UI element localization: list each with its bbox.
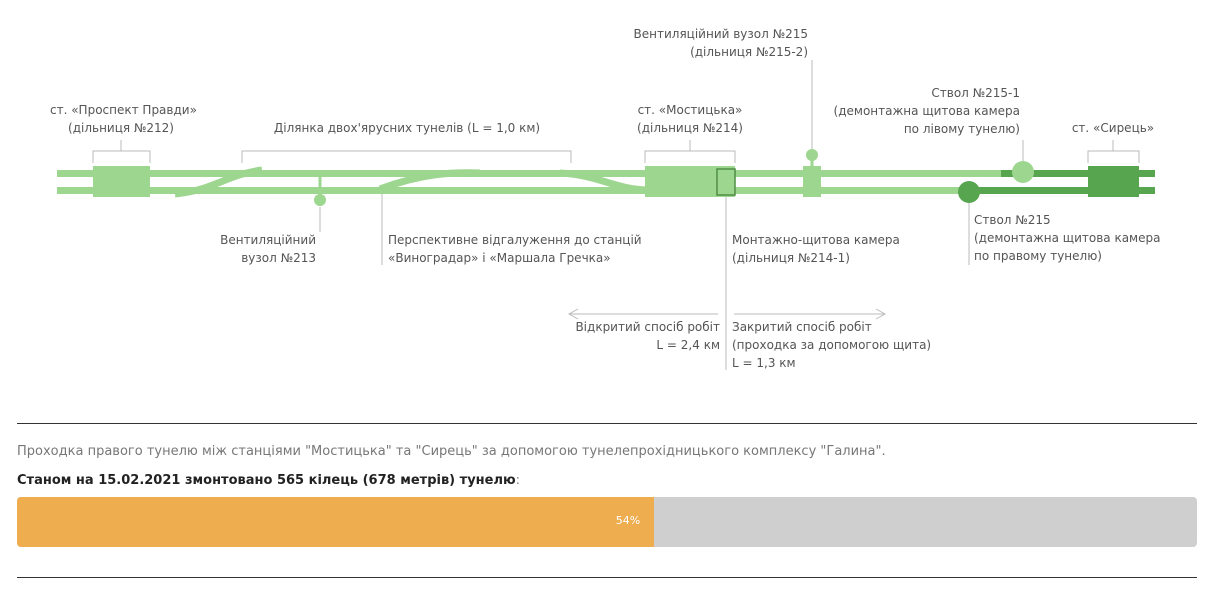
right-tunnel-built bbox=[969, 187, 1155, 194]
station-syrets bbox=[1088, 166, 1139, 197]
label-syrets: ст. «Сирець» bbox=[1062, 119, 1164, 137]
label-line: ст. «Сирець» bbox=[1071, 121, 1155, 135]
status-suffix: : bbox=[515, 473, 521, 488]
label-stvol-215: Ствол №215 (демонтажна щитова камера по … bbox=[974, 211, 1164, 265]
left-tunnel-dismantled bbox=[1001, 170, 1155, 177]
leader-lines bbox=[319, 60, 1024, 370]
tunnel-scheme bbox=[57, 60, 1155, 370]
label-line: по лівому тунелю) bbox=[903, 122, 1020, 136]
left-tunnel-track bbox=[57, 170, 1155, 177]
vent-213-node bbox=[314, 194, 326, 206]
status-bold: Станом на 15.02.2021 змонтовано 565 кіле… bbox=[17, 473, 516, 488]
right-tunnel-track bbox=[57, 187, 1155, 194]
progress-percent: 54% bbox=[615, 514, 641, 527]
divider-bottom bbox=[17, 577, 1197, 578]
station-prospekt-pravdy bbox=[93, 166, 150, 197]
label-line: Перспективне відгалуження до станцій bbox=[388, 233, 642, 247]
label-line: Ствол №215 bbox=[974, 213, 1051, 227]
shaft-215-node bbox=[958, 181, 980, 203]
label-line: (демонтажна щитова камера bbox=[974, 231, 1161, 245]
label-vidkrytyi: Відкритий спосіб робіт L = 2,4 км bbox=[560, 318, 720, 354]
status-text: Станом на 15.02.2021 змонтовано 565 кіле… bbox=[17, 473, 520, 488]
divider-top bbox=[17, 423, 1197, 424]
label-prospekt-pravdy: ст. «Проспект Правди» (дільниця №212) bbox=[50, 101, 197, 137]
method-arrows bbox=[567, 308, 887, 320]
brackets bbox=[92, 140, 1140, 163]
label-line: (дільниця №214-1) bbox=[732, 251, 850, 265]
label-line: вузол №213 bbox=[241, 251, 316, 265]
progress-bar: 54% bbox=[17, 497, 1197, 547]
label-vent-213: Вентиляційний вузол №213 bbox=[200, 231, 316, 267]
vent-215-node bbox=[806, 149, 818, 161]
assembly-chamber bbox=[716, 168, 736, 196]
label-mostytska: ст. «Мостицька» (дільниця №214) bbox=[620, 101, 760, 137]
label-stvol-215-1: Ствол №215-1 (демонтажна щитова камера п… bbox=[820, 84, 1020, 138]
tunnel-tracks bbox=[57, 166, 1155, 198]
label-line: (демонтажна щитова камера bbox=[833, 104, 1020, 118]
label-line: (проходка за допомогою щита) bbox=[732, 338, 932, 352]
label-line: (дільниця №214) bbox=[637, 121, 743, 135]
label-line: ст. «Мостицька» bbox=[637, 103, 743, 117]
label-line: Вентиляційний вузол №215 bbox=[633, 27, 808, 41]
label-line: Монтажно-щитова камера bbox=[732, 233, 900, 247]
label-dvoyarusni: Ділянка двох'ярусних тунелів (L = 1,0 км… bbox=[262, 119, 552, 137]
label-line: (дільниця №215-2) bbox=[690, 45, 808, 59]
label-line: Ствол №215-1 bbox=[931, 86, 1020, 100]
label-line: «Виноградар» і «Маршала Гречка» bbox=[388, 251, 611, 265]
caption: Проходка правого тунелю між станціями "М… bbox=[17, 444, 886, 459]
label-perspektyvne: Перспективне відгалуження до станцій «Ви… bbox=[388, 231, 642, 267]
label-line: L = 1,3 км bbox=[732, 356, 796, 370]
label-line: L = 2,4 км bbox=[656, 338, 720, 352]
label-line: (дільниця №212) bbox=[68, 121, 174, 135]
label-zakrytyi: Закритий спосіб робіт (проходка за допом… bbox=[732, 318, 932, 372]
label-line: по правому тунелю) bbox=[974, 249, 1102, 263]
label-line: Вентиляційний bbox=[220, 233, 316, 247]
label-line: Закритий спосіб робіт bbox=[732, 320, 872, 334]
shaft-215-1-node bbox=[1012, 161, 1034, 183]
label-vent-215: Вентиляційний вузол №215 (дільниця №215-… bbox=[620, 25, 808, 61]
label-montazhno: Монтажно-щитова камера (дільниця №214-1) bbox=[732, 231, 902, 267]
label-line: ст. «Проспект Правди» bbox=[50, 103, 197, 117]
label-line: Ділянка двох'ярусних тунелів (L = 1,0 км… bbox=[273, 121, 541, 135]
label-line: Відкритий спосіб робіт bbox=[575, 320, 720, 334]
progress-fill: 54% bbox=[17, 497, 655, 547]
